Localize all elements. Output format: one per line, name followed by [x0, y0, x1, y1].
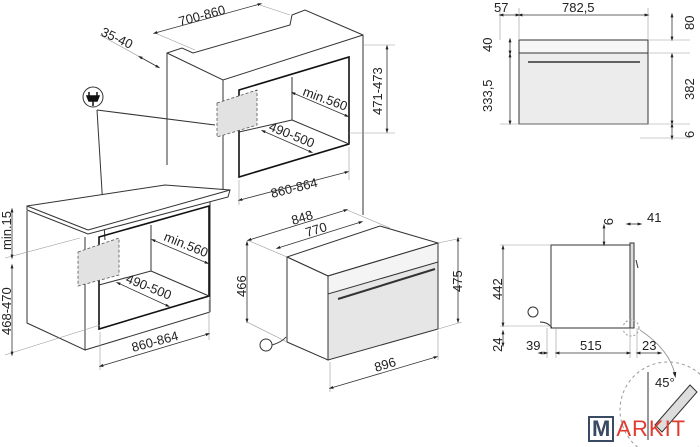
- side-top-gap-label: 9: [601, 218, 616, 225]
- front-width-label: 782,5: [562, 0, 595, 15]
- front-right-height-label: 382: [682, 78, 697, 100]
- upper-opening-width-label: 860-864: [269, 175, 319, 201]
- side-view: 9 41 442 24 39 515 23 45°: [490, 210, 700, 447]
- side-door-depth-label: 41: [647, 210, 661, 225]
- side-rear-label: 39: [526, 338, 540, 353]
- upper-height-label: 471-473: [370, 67, 385, 115]
- upper-panel-label: 35-40: [99, 24, 135, 52]
- upper-width-label: 700-860: [177, 2, 227, 29]
- front-body-height-label: 333,5: [480, 79, 495, 112]
- oven-total-depth-label: 848: [289, 207, 314, 228]
- side-door-label: 23: [642, 338, 656, 353]
- upper-depth-label: min.560: [301, 84, 350, 114]
- oven-body-height-label: 466: [234, 275, 249, 297]
- oven-front-height-label: 475: [450, 270, 465, 292]
- front-top-band-label: 40: [480, 38, 495, 52]
- front-left-offset-label: 57: [494, 0, 508, 15]
- lower-cabinet: min.15 468-470 min.560 490-500 860-864: [0, 184, 231, 370]
- oven-isometric: 848 770 466 475 896: [234, 207, 465, 392]
- oven-front-width-label: 896: [372, 354, 397, 375]
- lower-opening-width-label: 860-864: [130, 328, 180, 355]
- oven-body-depth-label: 770: [303, 219, 328, 240]
- upper-opening-depth-label: 490-500: [267, 119, 317, 151]
- markit-logo: M ARKIT: [588, 416, 686, 442]
- side-bottom-label: 24: [490, 338, 505, 352]
- front-top-right-label: 80: [682, 16, 697, 30]
- logo-mark: M: [588, 416, 615, 442]
- front-bottom-label: 6: [682, 131, 697, 138]
- plug-icon: [259, 338, 273, 352]
- lower-clearance-label: min.15: [0, 211, 14, 250]
- upper-cabinet: 700-860 35-40 471-473 min.560 490-500 86…: [99, 2, 395, 215]
- plug-icon: [82, 86, 104, 108]
- lower-height-label: 468-470: [0, 287, 14, 335]
- lower-opening-depth-label: 490-500: [124, 271, 174, 303]
- side-depth-label: 515: [580, 338, 602, 353]
- logo-text: ARKIT: [616, 416, 687, 441]
- side-height-label: 442: [490, 278, 505, 300]
- side-angle-label: 45°: [655, 375, 675, 390]
- lower-depth-label: min.560: [162, 229, 211, 260]
- front-view: 57 782,5 40 333,5 80 382 6: [480, 0, 697, 141]
